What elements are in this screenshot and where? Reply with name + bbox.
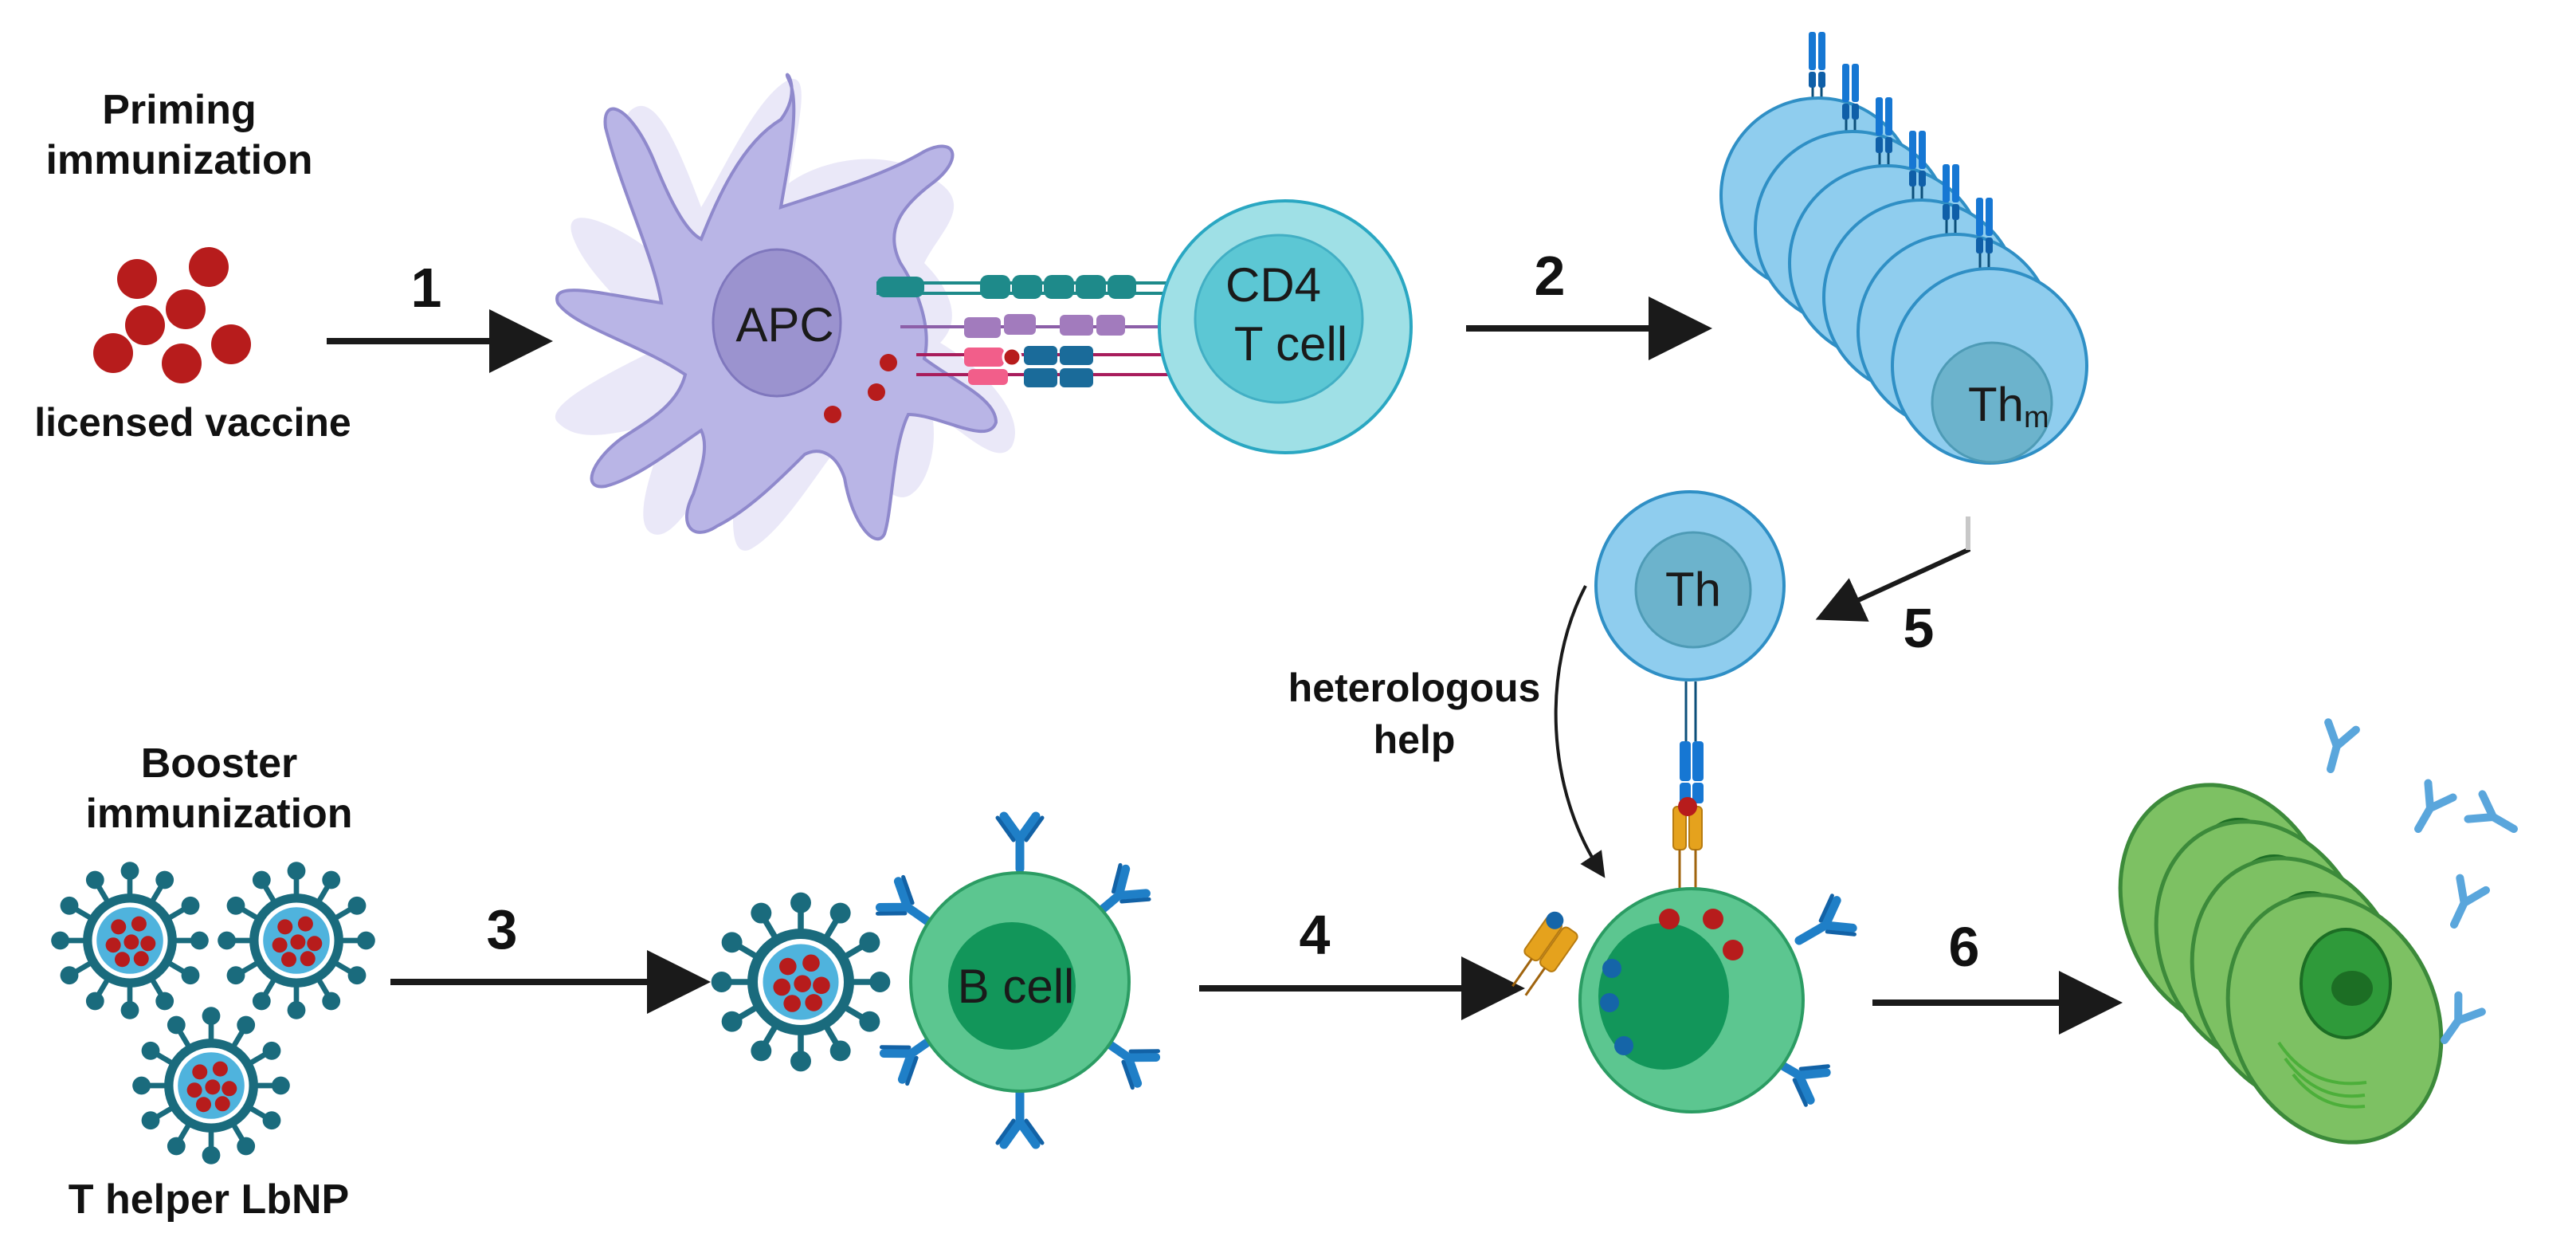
th-label: Th — [1665, 563, 1721, 616]
b-cell-label: B cell — [958, 960, 1075, 1013]
lbnp-particles — [51, 862, 375, 1164]
memory-th-stack — [1719, 30, 2088, 465]
immune-synapse — [876, 275, 1171, 387]
step-3-label: 3 — [487, 898, 518, 960]
heterologous-help-arrow — [1554, 585, 1606, 878]
cd4-t-cell — [1158, 199, 1413, 454]
booster-label-line2: immunization — [85, 791, 352, 837]
plasma-cell-stack — [2082, 751, 2480, 1176]
activated-b-cell — [1511, 887, 1856, 1113]
apc-cell — [555, 73, 1015, 551]
heterologous-label-line1: heterologous — [1288, 666, 1541, 710]
apc-antigen-dots — [824, 354, 897, 423]
lbnp-label: T helper LbNP — [69, 1176, 349, 1223]
step-2-label: 2 — [1535, 245, 1566, 307]
priming-label-line2: immunization — [45, 137, 312, 183]
step-5-label: 5 — [1904, 597, 1935, 659]
booster-label-line1: Booster — [141, 740, 297, 787]
cd4-label-line1: CD4 — [1225, 258, 1321, 312]
lbnp-bound — [712, 893, 891, 1072]
apc-label: APC — [735, 298, 833, 351]
b-cell — [876, 816, 1159, 1145]
thm-label: Thm — [1968, 378, 2049, 434]
step-1-label: 1 — [411, 257, 442, 319]
th-cell — [1594, 490, 1786, 894]
apc-nucleus — [712, 248, 842, 398]
licensed-vaccine-label: licensed vaccine — [34, 400, 351, 445]
heterologous-label-line2: help — [1374, 717, 1456, 762]
step-4-label: 4 — [1300, 904, 1331, 966]
cd4-label-line2: T cell — [1234, 317, 1347, 371]
licensed-vaccine-particles — [93, 247, 251, 383]
arrow-5 — [1815, 518, 1970, 622]
priming-label-line1: Priming — [102, 87, 257, 133]
step-6-label: 6 — [1949, 916, 1980, 978]
